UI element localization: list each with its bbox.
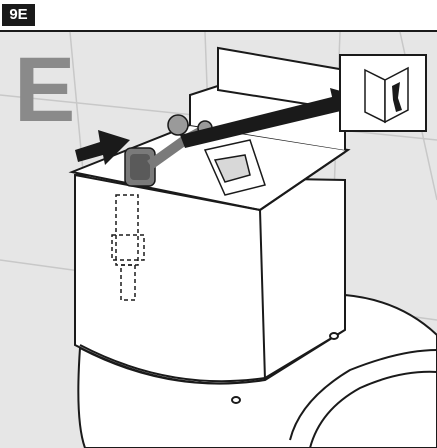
header-bar — [0, 0, 437, 31]
fill-valve — [111, 194, 145, 301]
direction-arrow-icon — [75, 130, 130, 165]
cistern — [68, 46, 351, 385]
toilet-bowl — [77, 293, 437, 448]
manual-wrench-icon — [339, 54, 427, 132]
step-code-label: 9E — [2, 4, 35, 26]
step-letter: E — [14, 39, 76, 141]
flush-mechanism — [203, 139, 266, 196]
